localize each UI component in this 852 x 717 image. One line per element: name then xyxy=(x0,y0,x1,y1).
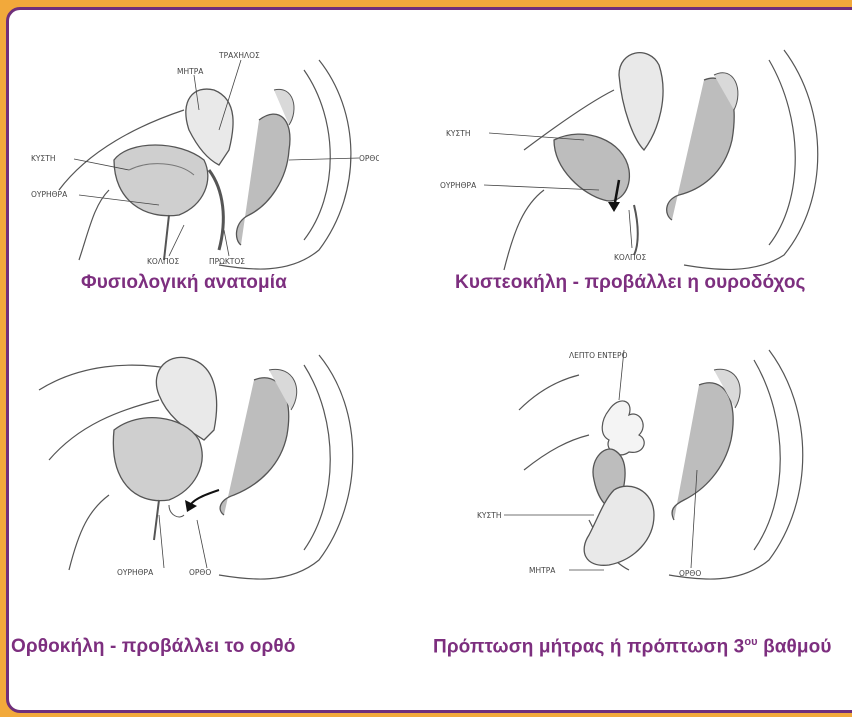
caption-ordinal-superscript: ου xyxy=(744,636,757,648)
uterine-prolapse-illustration: ΛΕΠΤΟ ΕΝΤΕΡΟ ΚΥΣΤΗ ΜΗΤΡΑ ΟΡΘΟ xyxy=(469,340,852,585)
caption-cystocele: Κυστεοκήλη - προβάλλει η ουροδόχος xyxy=(455,272,806,294)
label-rectum: ΟΡΘΟ xyxy=(679,569,701,578)
caption-normal-anatomy: Φυσιολογική ανατομία xyxy=(81,272,287,294)
caption-rectocele: Ορθοκήλη - προβάλλει το ορθό xyxy=(11,636,295,658)
label-bladder: ΚΥΣΤΗ xyxy=(446,129,470,138)
caption-uterine-prolapse: Πρόπτωση μήτρας ή πρόπτωση 3ου βαθμού xyxy=(433,636,832,658)
label-uterus: ΜΗΤΡΑ xyxy=(177,67,204,76)
label-bladder: ΚΥΣΤΗ xyxy=(477,511,501,520)
label-rectum: ΟΡΘΟ xyxy=(359,154,379,163)
label-small-intestine: ΛΕΠΤΟ ΕΝΤΕΡΟ xyxy=(569,351,628,360)
cystocele-illustration: ΚΥΣΤΗ ΟΥΡΗΘΡΑ ΚΟΛΠΟΣ xyxy=(434,30,852,275)
label-anus: ΠΡΩΚΤΟΣ xyxy=(209,257,245,266)
normal-anatomy-illustration: ΤΡΑΧΗΛΟΣ ΜΗΤΡΑ ΚΥΣΤΗ ΟΡΘΟ ΟΥΡΗΘΡΑ ΚΟΛΠΟΣ… xyxy=(19,30,379,275)
label-cervix: ΤΡΑΧΗΛΟΣ xyxy=(218,51,260,60)
label-bladder: ΚΥΣΤΗ xyxy=(31,154,55,163)
label-vagina: ΚΟΛΠΟΣ xyxy=(614,253,646,262)
label-uterus: ΜΗΤΡΑ xyxy=(529,566,556,575)
rectocele-illustration: ΟΥΡΗΘΡΑ ΟΡΘΟ xyxy=(19,340,379,590)
label-urethra: ΟΥΡΗΘΡΑ xyxy=(117,568,154,577)
panel-cystocele: ΚΥΣΤΗ ΟΥΡΗΘΡΑ ΚΟΛΠΟΣ xyxy=(434,30,852,275)
panel-rectocele: ΟΥΡΗΘΡΑ ΟΡΘΟ xyxy=(19,340,379,590)
illustration-frame: ΤΡΑΧΗΛΟΣ ΜΗΤΡΑ ΚΥΣΤΗ ΟΡΘΟ ΟΥΡΗΘΡΑ ΚΟΛΠΟΣ… xyxy=(6,7,852,713)
label-urethra: ΟΥΡΗΘΡΑ xyxy=(31,190,68,199)
label-urethra: ΟΥΡΗΘΡΑ xyxy=(440,181,477,190)
label-vagina: ΚΟΛΠΟΣ xyxy=(147,257,179,266)
panel-uterine-prolapse: ΛΕΠΤΟ ΕΝΤΕΡΟ ΚΥΣΤΗ ΜΗΤΡΑ ΟΡΘΟ xyxy=(469,340,852,585)
caption-uterine-prolapse-end: βαθμού xyxy=(758,636,832,657)
caption-uterine-prolapse-main: Πρόπτωση μήτρας ή πρόπτωση 3 xyxy=(433,636,744,657)
label-rectum: ΟΡΘΟ xyxy=(189,568,211,577)
panel-normal-anatomy: ΤΡΑΧΗΛΟΣ ΜΗΤΡΑ ΚΥΣΤΗ ΟΡΘΟ ΟΥΡΗΘΡΑ ΚΟΛΠΟΣ… xyxy=(19,30,379,275)
